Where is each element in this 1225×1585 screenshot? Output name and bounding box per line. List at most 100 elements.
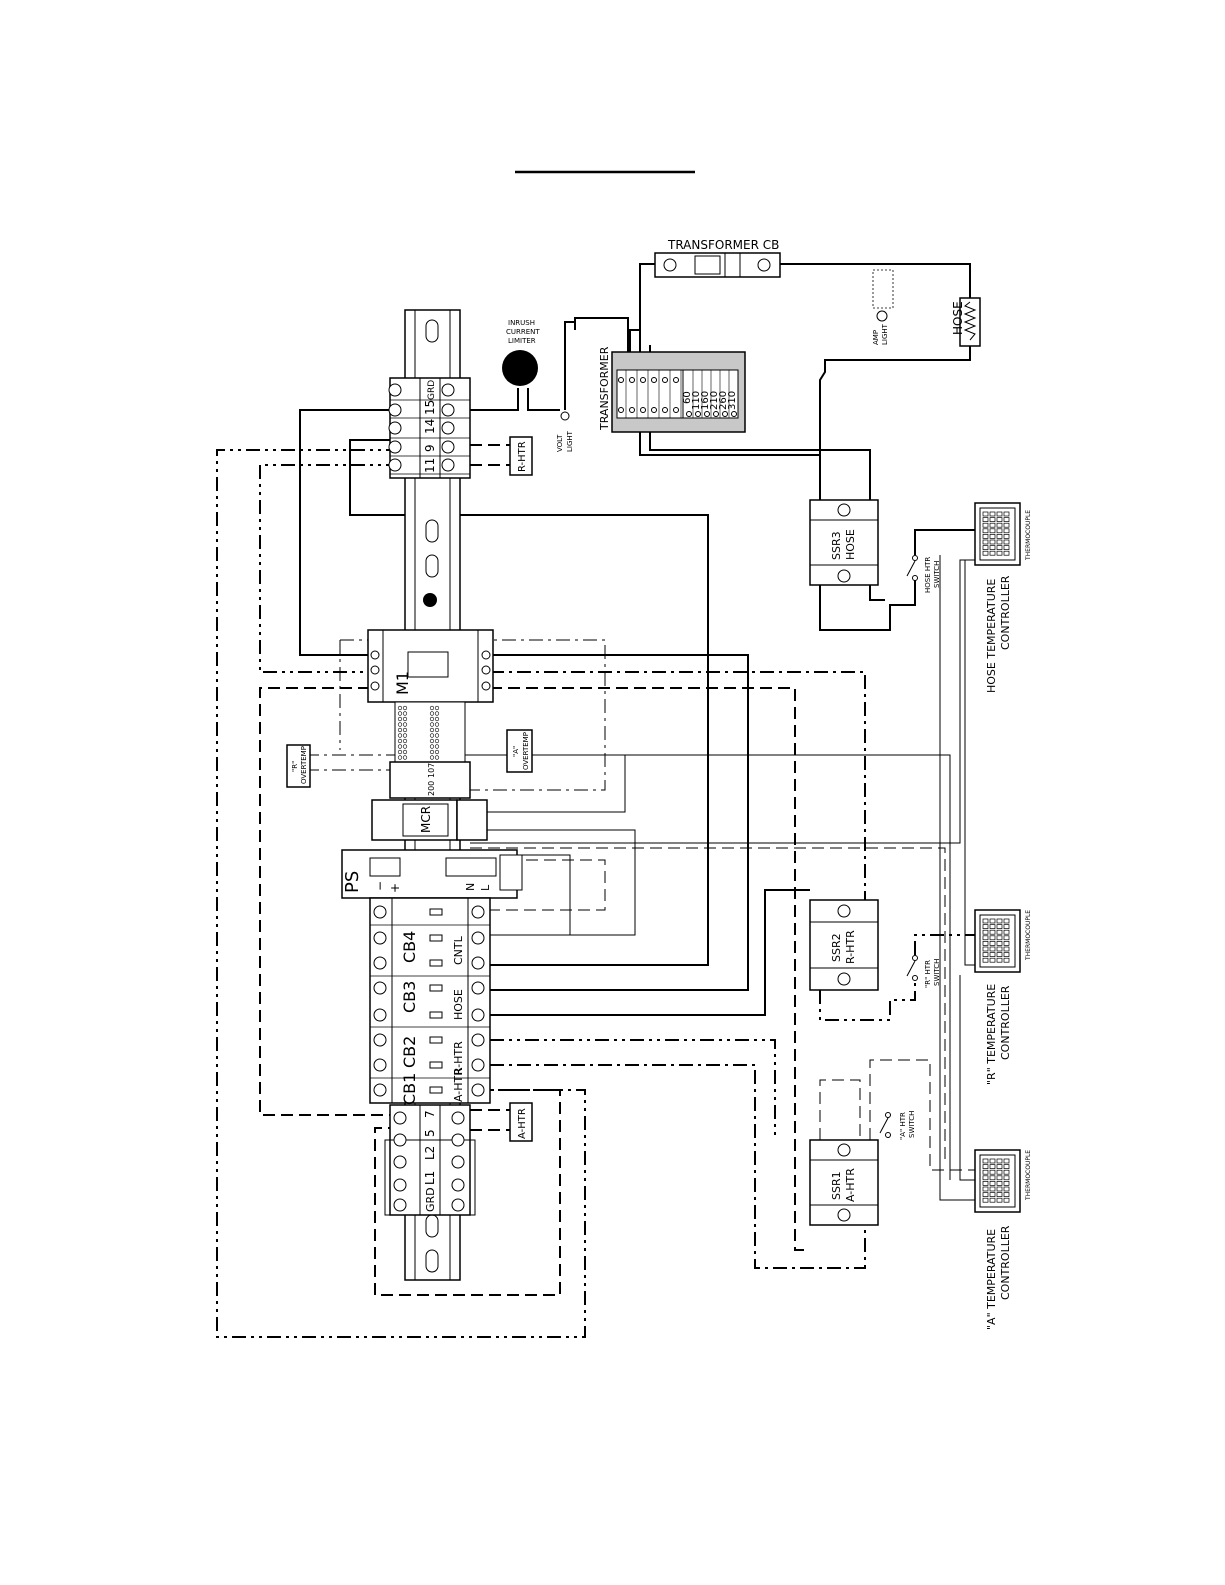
cb4-circuit: CNTL [452, 935, 465, 965]
terminal-screw [629, 377, 635, 383]
svg-text:VOLT: VOLT [556, 434, 564, 452]
transformer: TRANSFORMER 60 110 160 210 260 310 [598, 346, 746, 433]
terminal-screw [989, 511, 996, 517]
terminal-screw [989, 539, 996, 545]
r-overtemp: "R" OVERTEMP [286, 744, 311, 788]
terminal-screw [996, 952, 1003, 957]
terminal-screw [1003, 1197, 1010, 1203]
terminal-screw [471, 1033, 485, 1047]
terminal-screw [429, 738, 435, 744]
terminal-screw [982, 1175, 989, 1181]
terminal-screw [402, 744, 408, 749]
terminal-screw [373, 1008, 387, 1022]
terminal-screw [989, 935, 996, 941]
terminal-screw [441, 403, 455, 417]
terminal-screw [996, 1197, 1003, 1203]
terminal-screw [429, 1086, 443, 1094]
hose-heater: HOSE [951, 297, 981, 347]
terminal-screw [451, 1178, 465, 1192]
terminal-screw [402, 711, 408, 716]
terminal-screw [731, 411, 737, 417]
terminal-screw [451, 1133, 465, 1147]
terminal-screw [982, 539, 989, 545]
tb-bot-l1: L1 [423, 1171, 437, 1185]
terminal-screw [989, 550, 996, 556]
terminal-screw [471, 1008, 485, 1022]
terminal-screw [434, 727, 440, 733]
tb-top-14: 14 [423, 419, 437, 434]
terminal-screw [393, 1155, 407, 1169]
wires [216, 263, 975, 1338]
terminal-screw [434, 722, 440, 727]
terminal-screw [373, 905, 387, 919]
terminal-screw [397, 755, 403, 760]
terminal-screw [402, 727, 408, 733]
tap-260: 260 [718, 391, 729, 410]
terminal-screw [429, 744, 435, 749]
terminal-screw [402, 705, 408, 711]
breaker-bank: CB1 CB2 CB3 CB4 A-HTR R-HTR HOSE CNTL [369, 897, 491, 1105]
tb-bot-l2: L2 [423, 1146, 437, 1160]
terminal-screw [1003, 935, 1010, 941]
terminal-screw [996, 545, 1003, 550]
svg-text:200: 200 [427, 781, 436, 796]
terminal-screw [996, 534, 1003, 539]
terminal-screw [441, 440, 455, 454]
a-temperature-controller: THERMOCOUPLE "A" TEMPERATURE CONTROLLER [974, 1149, 1032, 1330]
terminal-screw [393, 1133, 407, 1147]
terminal-screw [996, 550, 1003, 556]
terminal-screw [429, 959, 443, 967]
terminal-screw [996, 539, 1003, 545]
svg-text:SSR2: SSR2 [830, 933, 843, 962]
terminal-screw [686, 411, 692, 417]
terminal-screw [402, 716, 408, 722]
svg-text:SSR3: SSR3 [830, 531, 843, 560]
terminal-screw [989, 952, 996, 957]
tap-160: 160 [700, 391, 711, 410]
terminal-screw [640, 377, 646, 383]
terminal-screw [989, 946, 996, 952]
terminal-screw [441, 421, 455, 435]
tap-310: 310 [727, 391, 738, 410]
terminal-screw [397, 716, 403, 722]
terminal-screw [471, 931, 485, 945]
cb1-label: CB1 [400, 1073, 419, 1105]
power-supply: PS − + N L [341, 849, 523, 899]
terminal-screw [1003, 534, 1010, 539]
terminal-screw [989, 924, 996, 929]
ssr3-hose: SSR3 HOSE [809, 499, 879, 586]
volt-light: VOLT LIGHT [556, 411, 574, 452]
terminal-screw [429, 755, 435, 760]
svg-text:SWITCH: SWITCH [908, 1111, 916, 1138]
terminal-screw [1003, 924, 1010, 929]
terminal-screw [996, 957, 1003, 963]
terminal-screw [996, 935, 1003, 941]
terminal-screw [982, 545, 989, 550]
terminal-screw [982, 929, 989, 935]
terminal-screw [996, 918, 1003, 924]
cb4-label: CB4 [400, 931, 419, 963]
terminal-screw [982, 957, 989, 963]
terminal-screw [451, 1111, 465, 1125]
svg-text:SWITCH: SWITCH [933, 561, 941, 588]
terminal-screw [1003, 957, 1010, 963]
terminal-screw [434, 744, 440, 749]
terminal-screw [982, 511, 989, 517]
terminal-screw [996, 1169, 1003, 1175]
terminal-screw [989, 1181, 996, 1186]
terminal-screw [982, 528, 989, 534]
terminal-screw [989, 545, 996, 550]
terminal-screw [429, 722, 435, 727]
terminal-screw [1003, 946, 1010, 952]
terminal-screw [629, 407, 635, 413]
terminal-screw [989, 534, 996, 539]
terminal-screw [1003, 1169, 1010, 1175]
ssr2-r-htr: SSR2 R-HTR [809, 899, 879, 991]
terminal-screw [402, 722, 408, 727]
cb1-circuit: A-HTR [452, 1068, 465, 1102]
svg-text:CONTROLLER: CONTROLLER [999, 1225, 1012, 1300]
terminal-screw [434, 749, 440, 755]
terminal-screw [673, 377, 679, 383]
terminal-screw [651, 377, 657, 383]
tap-210: 210 [709, 391, 720, 410]
